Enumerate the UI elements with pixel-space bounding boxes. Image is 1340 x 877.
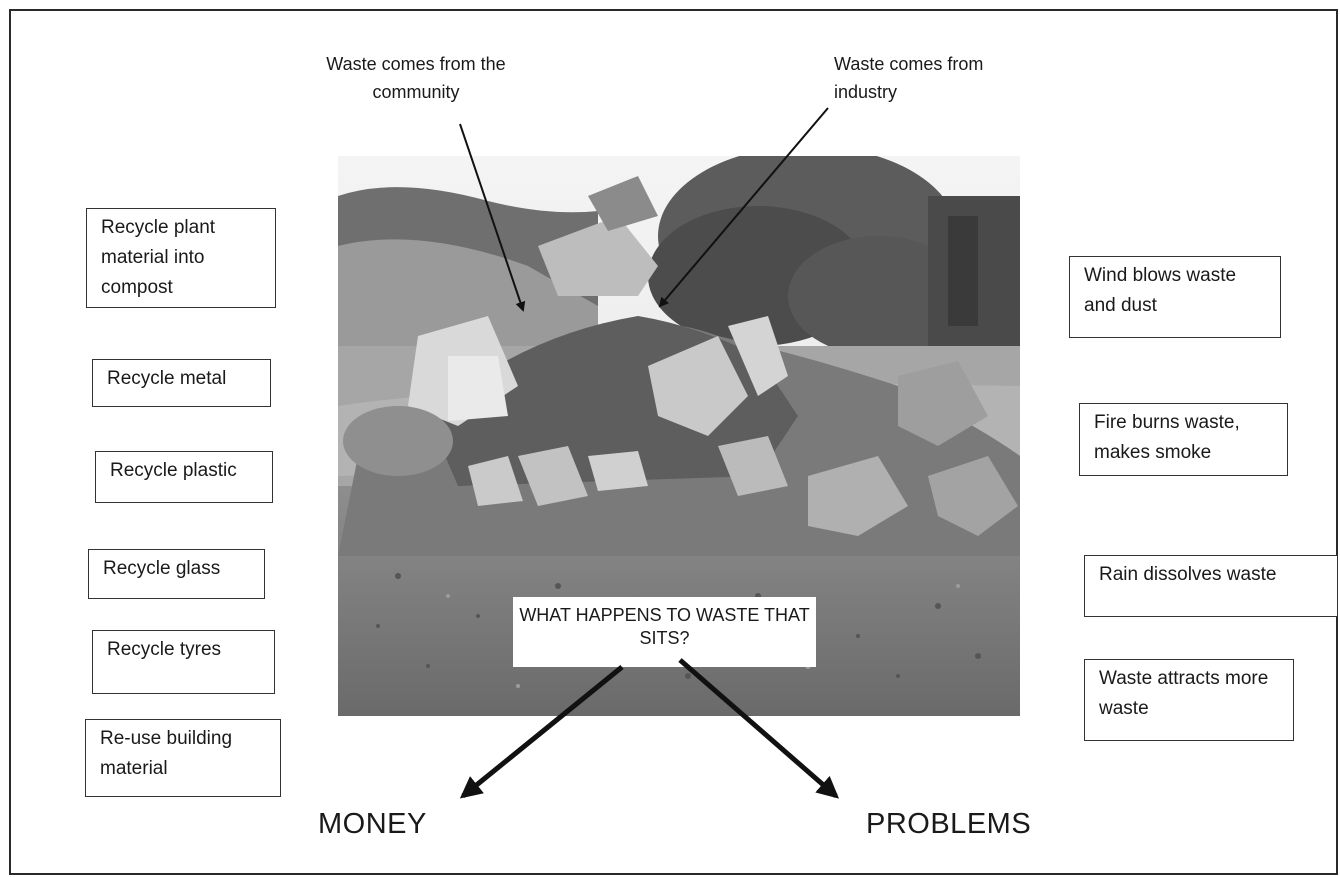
arrow-to-problems bbox=[678, 658, 840, 799]
callout-industry: Waste comes from industry bbox=[834, 54, 984, 102]
problem-item-attracts: Waste attracts more waste bbox=[1084, 659, 1294, 741]
arrow-community bbox=[459, 123, 526, 312]
money-item-tyres: Recycle tyres bbox=[92, 630, 275, 694]
arrow-industry bbox=[658, 107, 829, 308]
money-item-glass: Recycle glass bbox=[88, 549, 265, 599]
outcome-money-label: MONEY bbox=[318, 808, 427, 840]
arrow-to-money bbox=[459, 665, 624, 799]
money-item-building-material: Re-use building material bbox=[85, 719, 281, 797]
money-item-compost: Recycle plant material into compost bbox=[86, 208, 276, 308]
problem-item-fire: Fire burns waste, makes smoke bbox=[1079, 403, 1288, 476]
outcome-problems-label: PROBLEMS bbox=[866, 808, 1032, 840]
problem-item-wind: Wind blows waste and dust bbox=[1069, 256, 1281, 338]
callout-community: Waste comes from the community bbox=[326, 54, 506, 102]
money-item-metal: Recycle metal bbox=[92, 359, 271, 407]
center-question-label: WHAT HAPPENS TO WASTE THAT SITS? bbox=[513, 597, 816, 667]
problem-item-rain: Rain dissolves waste bbox=[1084, 555, 1338, 617]
money-item-plastic: Recycle plastic bbox=[95, 451, 273, 503]
waste-pile-photo bbox=[338, 156, 1020, 716]
